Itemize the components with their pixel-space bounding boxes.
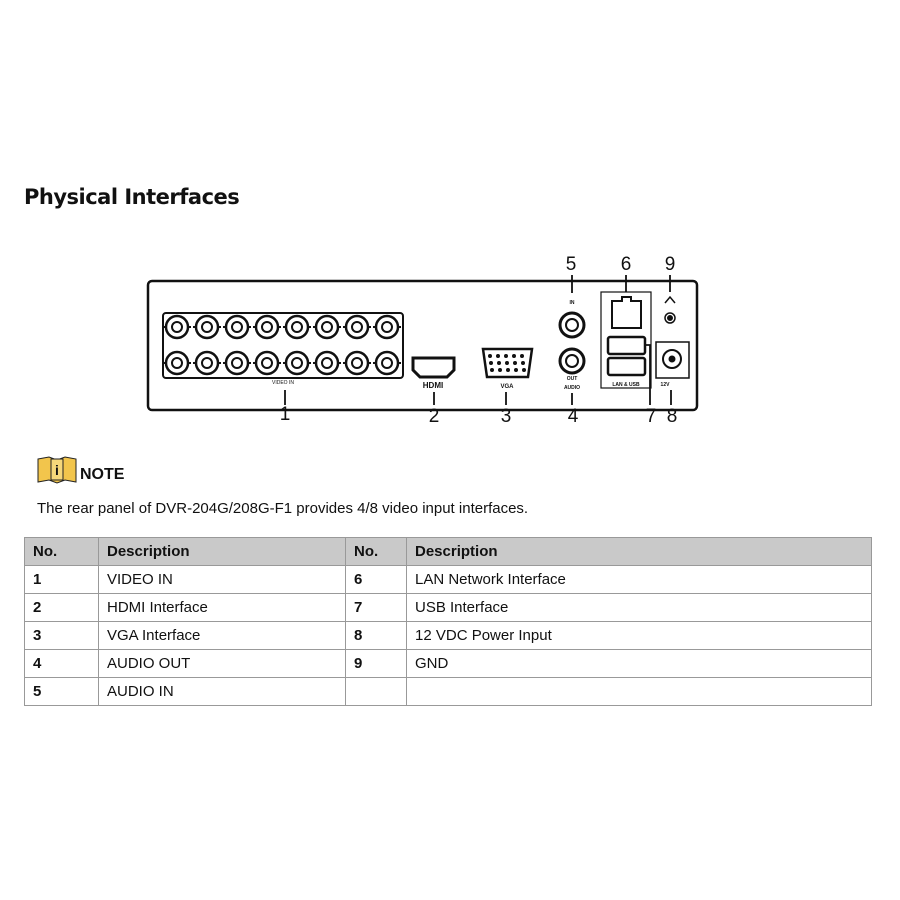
info-book-icon: i <box>37 456 77 484</box>
row-number: 4 <box>24 649 99 678</box>
row-description: VIDEO IN <box>98 565 346 594</box>
bnc-connector <box>223 314 251 340</box>
callout-4: 4 <box>568 406 579 427</box>
video-in-ports <box>162 312 404 379</box>
bnc-connector <box>223 350 251 376</box>
row-description: HDMI Interface <box>98 593 346 622</box>
section-title: Physical Interfaces <box>24 185 240 209</box>
note-text: The rear panel of DVR-204G/208G-F1 provi… <box>37 500 529 517</box>
audio-label: AUDIO <box>564 385 580 391</box>
row-number: 3 <box>24 621 99 650</box>
hdmi-port <box>411 356 456 379</box>
bnc-connector <box>313 314 341 340</box>
row-number: 9 <box>345 649 407 678</box>
header-description: Description <box>406 537 872 566</box>
video-in-label: VIDEO IN <box>272 380 294 386</box>
callout-numbers: 1 2 3 4 5 6 7 8 9 <box>280 254 678 427</box>
ground-icon <box>664 295 676 304</box>
bnc-connector <box>193 314 221 340</box>
usb-port-1 <box>606 335 647 356</box>
callout-8: 8 <box>667 406 678 427</box>
bnc-connector <box>253 314 281 340</box>
row-number: 6 <box>345 565 407 594</box>
callout-1: 1 <box>280 404 291 425</box>
callout-5: 5 <box>566 254 577 275</box>
header-no: No. <box>24 537 99 566</box>
power-port <box>655 341 690 379</box>
leader-lines <box>284 275 672 405</box>
row-description: LAN Network Interface <box>406 565 872 594</box>
row-number: 8 <box>345 621 407 650</box>
bnc-connector <box>283 350 311 376</box>
hdmi-label: HDMI <box>423 381 443 390</box>
vga-port <box>481 347 534 379</box>
bnc-connector <box>193 350 221 376</box>
row-description <box>406 677 872 706</box>
lan-usb-label: LAN & USB <box>612 382 640 388</box>
audio-out-label: OUT <box>567 376 578 382</box>
header-no: No. <box>345 537 407 566</box>
gnd-terminal <box>664 312 676 324</box>
bnc-connector <box>373 314 401 340</box>
row-description: AUDIO IN <box>98 677 346 706</box>
bnc-connector <box>253 350 281 376</box>
table-header-row: No. Description No. Description <box>24 537 872 566</box>
bnc-connector <box>343 350 371 376</box>
bnc-connector <box>373 350 401 376</box>
row-number: 5 <box>24 677 99 706</box>
bnc-connector <box>163 350 191 376</box>
callout-9: 9 <box>665 254 676 275</box>
audio-out-port <box>558 347 586 375</box>
row-description: USB Interface <box>406 593 872 622</box>
vga-label: VGA <box>500 384 514 390</box>
audio-in-port <box>558 311 586 339</box>
bnc-connector <box>163 314 191 340</box>
bnc-connector <box>343 314 371 340</box>
row-number: 2 <box>24 593 99 622</box>
row-number: 7 <box>345 593 407 622</box>
row-description: GND <box>406 649 872 678</box>
bnc-connector <box>283 314 311 340</box>
callout-2: 2 <box>429 406 440 427</box>
callout-6: 6 <box>621 254 632 275</box>
dvr-panel-outline <box>146 279 699 412</box>
bnc-connector <box>313 350 341 376</box>
row-description: 12 VDC Power Input <box>406 621 872 650</box>
callout-7: 7 <box>646 406 657 427</box>
row-number: 1 <box>24 565 99 594</box>
header-description: Description <box>98 537 346 566</box>
power-label: 12V <box>661 382 671 388</box>
row-description: VGA Interface <box>98 621 346 650</box>
callout-3: 3 <box>501 406 512 427</box>
audio-in-label: IN <box>570 300 575 306</box>
svg-text:i: i <box>55 462 59 478</box>
row-description: AUDIO OUT <box>98 649 346 678</box>
usb-port-2 <box>606 356 647 377</box>
note-label: NOTE <box>80 466 125 483</box>
lan-port <box>611 296 642 329</box>
row-number <box>345 677 407 706</box>
